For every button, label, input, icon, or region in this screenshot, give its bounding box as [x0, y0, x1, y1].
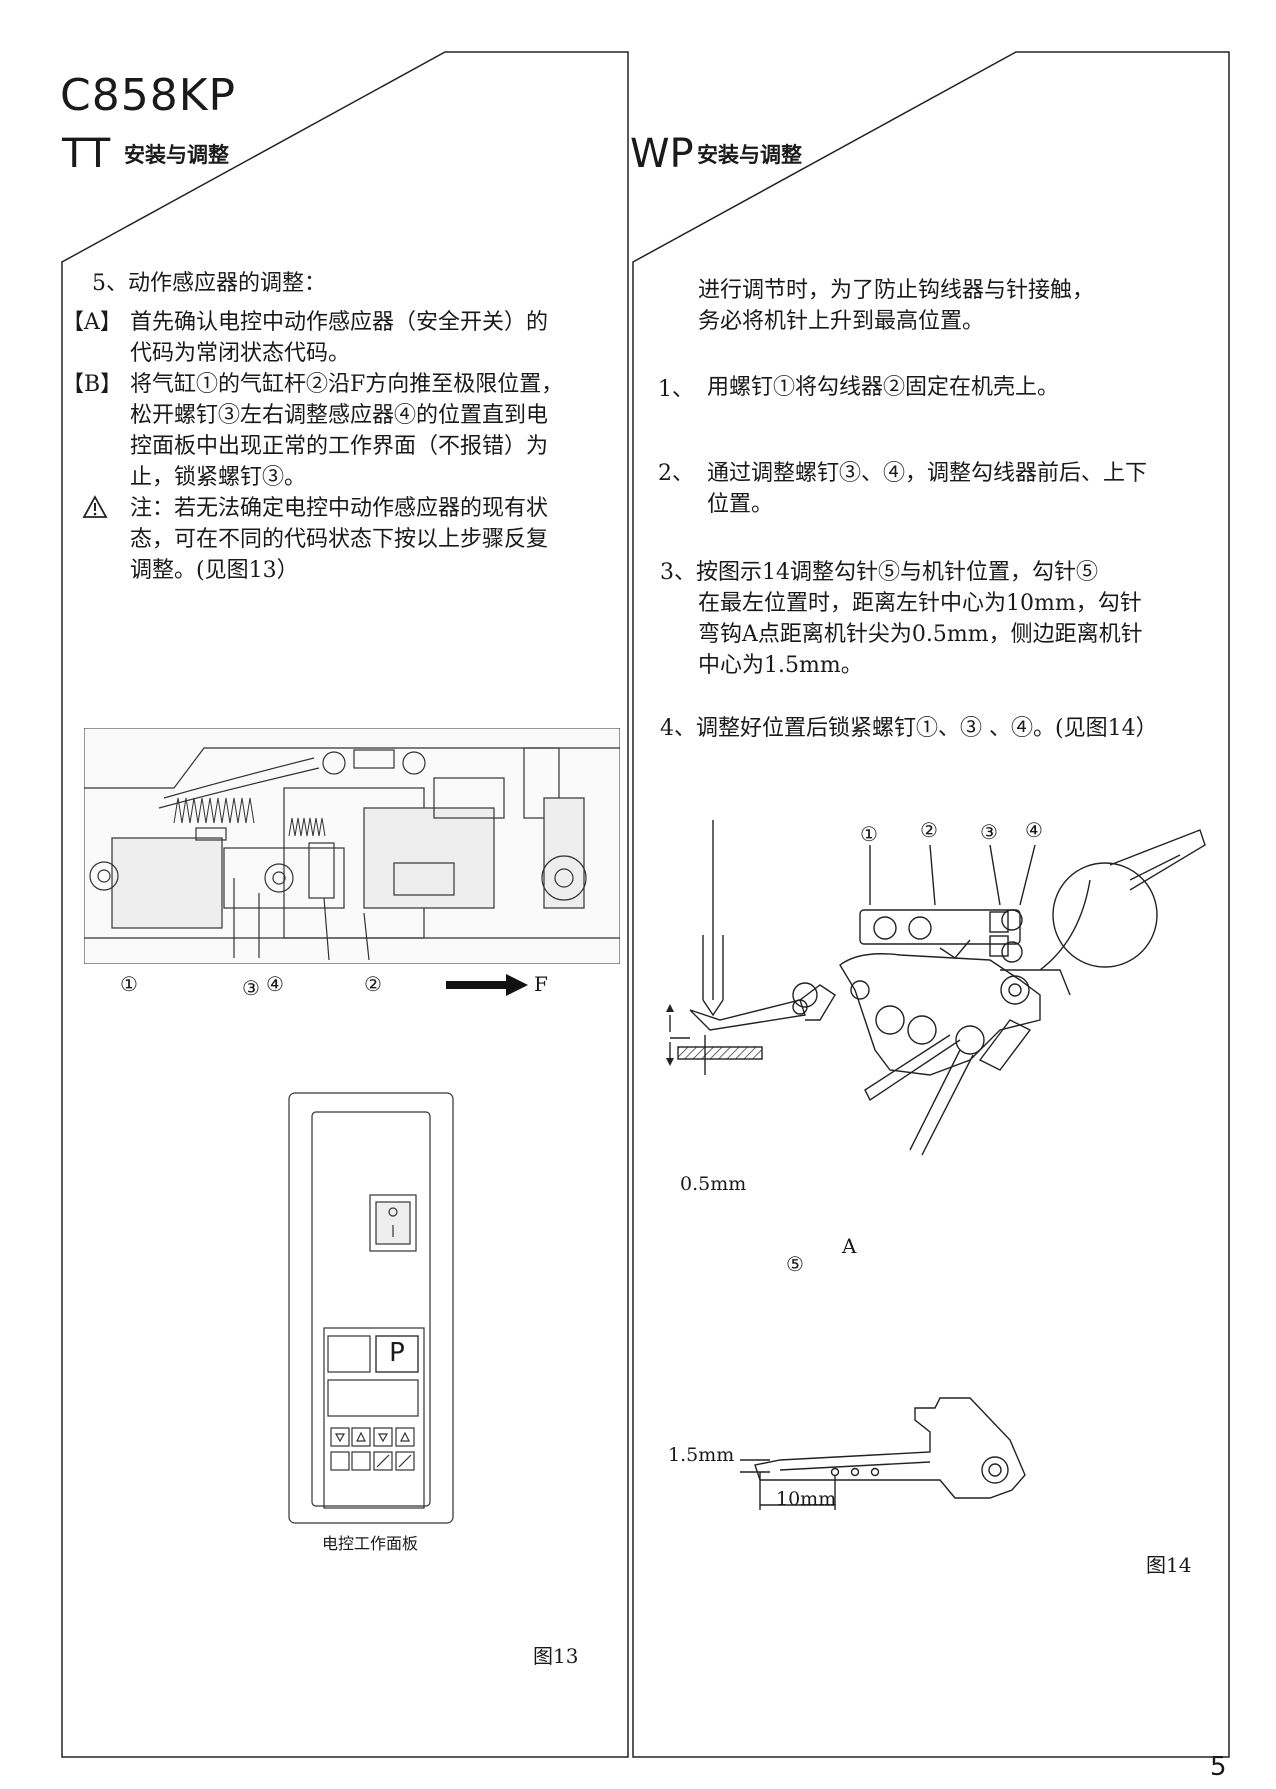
right-section-label: 安装与调整: [697, 143, 802, 167]
drawing-callout: ⑤: [786, 1252, 804, 1276]
figure-14-label: 图14: [1146, 1553, 1192, 1577]
photo-callout: ①: [120, 972, 138, 996]
control-panel-drawing: [288, 1092, 454, 1524]
dimension-10mm: 10mm: [776, 1488, 837, 1510]
step-4-line: 4、调整好位置后锁紧螺钉①、③ 、④。(见图14）: [660, 716, 1158, 741]
panel-caption: 电控工作面板: [322, 1534, 419, 1553]
note-line: 注：若无法确定电控中动作感应器的现有状: [130, 496, 549, 521]
warning-icon: [82, 495, 108, 518]
drawing-callout: ②: [920, 818, 938, 842]
step-a-line: 首先确认电控中动作感应器（安全开关）的: [130, 310, 549, 335]
step-1-line: 用螺钉①将勾线器②固定在机壳上。: [707, 375, 1060, 400]
panel-key-p: P: [389, 1338, 405, 1368]
step-b-line: 将气缸①的气缸杆②沿F方向推至极限位置，: [130, 372, 564, 397]
dimension-1-5mm: 1.5mm: [668, 1444, 735, 1466]
step-3-line: 在最左位置时，距离左针中心为10mm，勾针: [698, 591, 1142, 616]
step-2-line: 位置。: [707, 492, 774, 517]
step-2-number: 2、: [658, 461, 694, 486]
photo-callout: ②: [364, 972, 382, 996]
step-b-line: 止，锁紧螺钉③。: [130, 465, 307, 490]
section-heading: 5、动作感应器的调整：: [92, 271, 326, 296]
drawing-callout: ④: [1025, 818, 1043, 842]
step-2-line: 通过调整螺钉③、④，调整勾线器前后、上下: [707, 461, 1148, 486]
step-a-mark: 【A】: [62, 310, 122, 335]
arrow-right-icon: [446, 974, 528, 996]
right-section-code: WP: [630, 131, 694, 177]
looper-assembly-drawing: [666, 820, 1206, 1156]
step-b-line: 松开螺钉③左右调整感应器④的位置直到电: [130, 403, 549, 428]
point-a-label: A: [842, 1234, 857, 1258]
drawing-callout: ③: [980, 820, 998, 844]
step-b-line: 控面板中出现正常的工作界面（不报错）为: [130, 434, 549, 459]
left-section-code: TT: [62, 131, 111, 177]
step-3-line: 弯钩A点距离机针尖为0.5mm，侧边距离机针: [698, 622, 1143, 647]
looper-hook-drawing: [740, 1397, 1026, 1510]
note-line: 态，可在不同的代码状态下按以上步骤反复: [130, 527, 549, 552]
left-section-label: 安装与调整: [124, 143, 229, 167]
intro-line: 务必将机针上升到最高位置。: [698, 309, 985, 334]
step-1-number: 1、: [658, 377, 694, 402]
drawing-callout: ①: [860, 822, 878, 846]
step-a-line: 代码为常闭状态代码。: [130, 341, 351, 366]
photo-callout: ④: [266, 972, 284, 996]
photo-callout: ③: [242, 976, 260, 1000]
model-title: C858KP: [60, 70, 237, 121]
page-number: 5: [1210, 1752, 1227, 1782]
intro-line: 进行调节时，为了防止钩线器与针接触，: [698, 278, 1095, 303]
step-3-line: 中心为1.5mm。: [698, 653, 863, 678]
step-3-line: 3、按图示14调整勾针⑤与机针位置，勾针⑤: [660, 560, 1098, 585]
step-b-mark: 【B】: [62, 372, 123, 397]
figure-13-label: 图13: [533, 1644, 579, 1668]
note-line: 调整。(见图13）: [130, 558, 299, 583]
direction-label: F: [534, 972, 548, 996]
cylinder-sensor-photo: [84, 728, 620, 964]
dimension-0-5mm: 0.5mm: [680, 1173, 747, 1195]
